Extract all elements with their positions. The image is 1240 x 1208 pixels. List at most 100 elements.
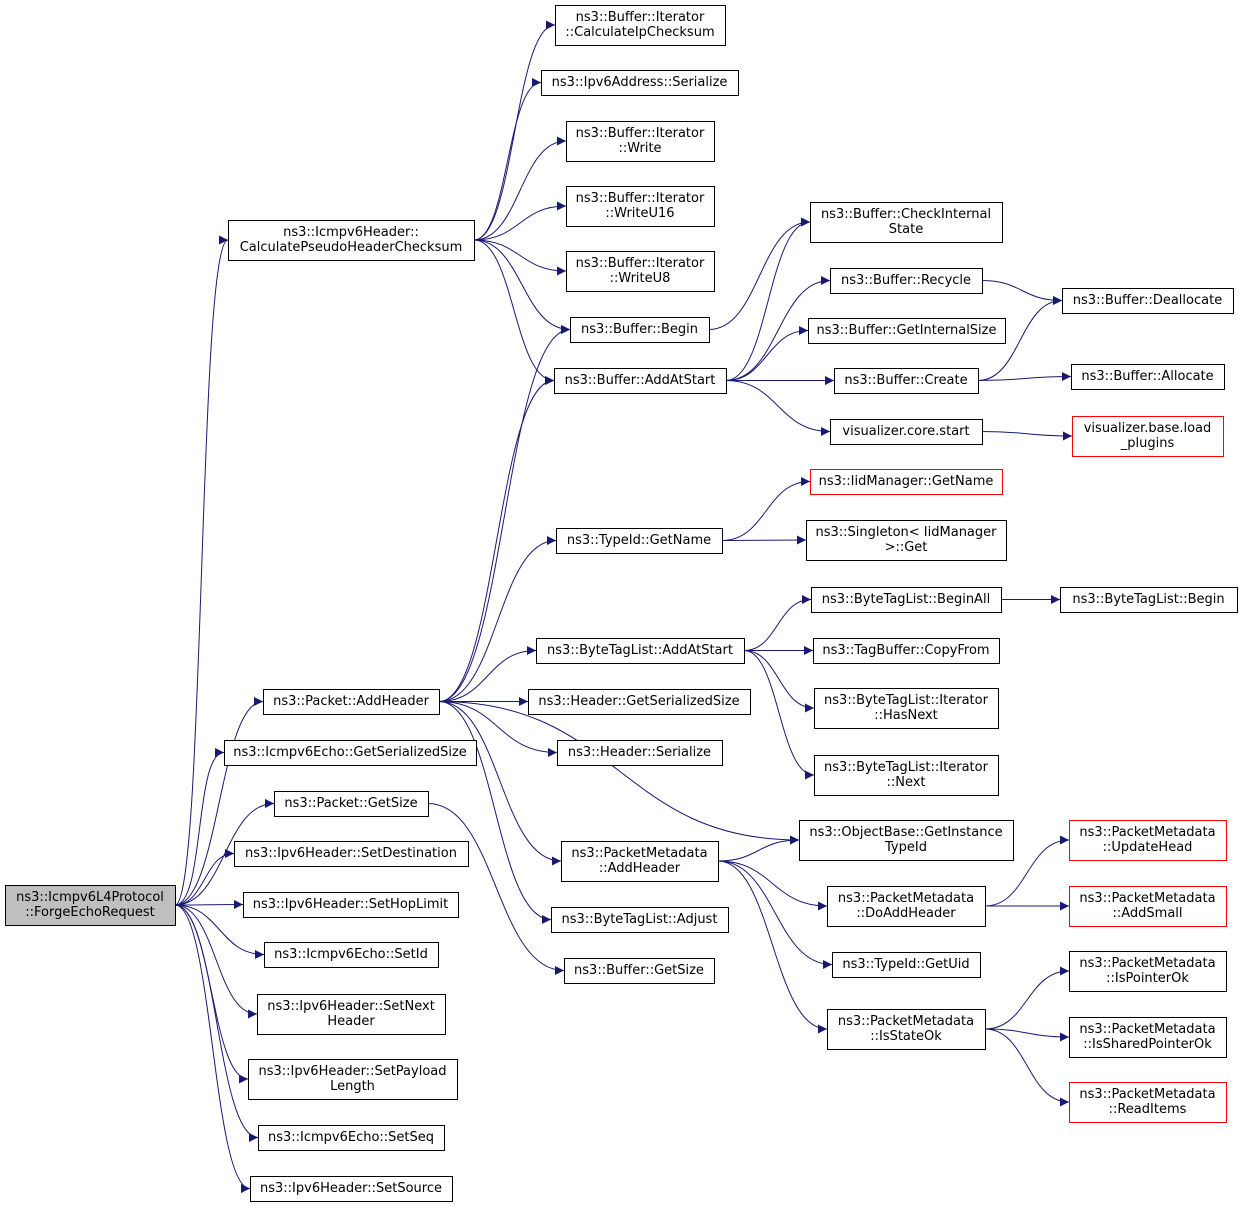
node-label-line: ::AddSmall <box>1112 906 1182 921</box>
node-box <box>274 791 429 817</box>
node-writeu16[interactable]: ns3::Buffer::Iterator::WriteU16 <box>566 186 715 227</box>
node-vbload[interactable]: visualizer.base.load_plugins <box>1072 416 1224 457</box>
node-btlbegin[interactable]: ns3::ByteTagList::Begin <box>1060 587 1238 613</box>
node-label-line: ns3::TypeId::GetName <box>567 533 711 548</box>
call-edge-bcreate-to-balloc <box>977 372 1072 382</box>
node-label-line: ns3::PacketMetadata <box>838 1014 974 1029</box>
node-tgetname[interactable]: ns3::TypeId::GetName <box>556 528 723 554</box>
node-cphc[interactable]: ns3::Icmpv6Header::CalculatePseudoHeader… <box>228 220 475 261</box>
node-sethop[interactable]: ns3::Ipv6Header::SetHopLimit <box>243 892 459 918</box>
node-balloc[interactable]: ns3::Buffer::Allocate <box>1071 364 1225 390</box>
node-pmsharedok[interactable]: ns3::PacketMetadata::IsSharedPointerOk <box>1069 1017 1227 1058</box>
node-calcip[interactable]: ns3::Buffer::Iterator::CalculateIpChecks… <box>555 5 726 46</box>
node-pmaddsmall[interactable]: ns3::PacketMetadata::AddSmall <box>1069 886 1227 927</box>
node-bbegin[interactable]: ns3::Buffer::Begin <box>570 317 710 343</box>
call-edge-baddstart-to-bgis <box>725 326 809 381</box>
node-pmupdate[interactable]: ns3::PacketMetadata::UpdateHead <box>1069 820 1227 861</box>
node-setsource[interactable]: ns3::Ipv6Header::SetSource <box>250 1176 453 1202</box>
node-root[interactable]: ns3::Icmpv6L4Protocol::ForgeEchoRequest <box>5 885 176 926</box>
call-edge-addheader-to-btladj <box>438 701 552 924</box>
node-box <box>536 638 745 664</box>
node-box <box>566 186 715 227</box>
node-writeu8[interactable]: ns3::Buffer::Iterator::WriteU8 <box>566 251 715 292</box>
node-baddstart[interactable]: ns3::Buffer::AddAtStart <box>554 368 727 394</box>
node-btladd[interactable]: ns3::ByteTagList::AddAtStart <box>536 638 745 664</box>
node-label-line: ns3::Packet::GetSize <box>284 796 417 811</box>
node-box <box>810 202 1003 243</box>
node-box <box>250 1176 453 1202</box>
node-box <box>243 892 459 918</box>
call-edge-btladd-to-btlbeginall <box>743 595 812 651</box>
node-btlhasnext[interactable]: ns3::ByteTagList::Iterator::HasNext <box>814 688 999 729</box>
node-label-line: ::AddHeader <box>599 861 681 876</box>
node-pmread[interactable]: ns3::PacketMetadata::ReadItems <box>1069 1082 1227 1123</box>
node-label-line: ns3::Buffer::Deallocate <box>1073 293 1222 308</box>
node-vcstart[interactable]: visualizer.core.start <box>830 419 983 445</box>
node-pmptrok[interactable]: ns3::PacketMetadata::IsPointerOk <box>1069 951 1227 992</box>
node-hgss[interactable]: ns3::Header::GetSerializedSize <box>528 689 751 715</box>
node-btlnext[interactable]: ns3::ByteTagList::Iterator::Next <box>814 755 999 796</box>
node-setseq[interactable]: ns3::Icmpv6Echo::SetSeq <box>258 1125 445 1151</box>
call-edge-root-to-setdest <box>174 849 235 906</box>
node-tgetuid[interactable]: ns3::TypeId::GetUid <box>832 952 981 978</box>
call-edge-tgetname-to-singleton <box>721 535 807 545</box>
node-label-line: ns3::PacketMetadata <box>1079 891 1215 906</box>
node-addheader[interactable]: ns3::Packet::AddHeader <box>263 689 440 715</box>
node-setid[interactable]: ns3::Icmpv6Echo::SetId <box>264 942 439 968</box>
node-label-line: ::CalculateIpChecksum <box>565 25 714 40</box>
node-label-line: ns3::Icmpv6Header:: <box>283 225 419 240</box>
node-label-line: ::ForgeEchoRequest <box>25 905 154 920</box>
node-box <box>257 994 446 1035</box>
node-bdealloc[interactable]: ns3::Buffer::Deallocate <box>1062 288 1234 314</box>
node-label-line: >::Get <box>885 540 928 555</box>
node-box <box>808 318 1006 344</box>
node-box <box>1060 587 1238 613</box>
node-label-line: ns3::Ipv6Header::SetPayload <box>258 1064 446 1079</box>
node-label-line: ns3::Buffer::Create <box>844 373 967 388</box>
node-label-line: ns3::PacketMetadata <box>1079 1022 1215 1037</box>
call-edge-pgetsize-to-bgetsize <box>427 803 565 975</box>
call-edge-btladd-to-btlnext <box>743 650 815 780</box>
node-singleton[interactable]: ns3::Singleton< IidManager>::Get <box>806 520 1007 561</box>
node-box <box>813 638 1000 664</box>
node-label-line: ns3::PacketMetadata <box>571 846 707 861</box>
node-btladj[interactable]: ns3::ByteTagList::Adjust <box>551 907 729 933</box>
node-bcreate[interactable]: ns3::Buffer::Create <box>834 368 979 394</box>
call-edge-cphc-to-writeu8 <box>473 239 567 276</box>
call-edge-baddstart-to-bcheck <box>725 217 811 381</box>
node-iidgetname[interactable]: ns3::IidManager::GetName <box>810 469 1003 495</box>
node-label-line: CalculatePseudoHeaderChecksum <box>240 240 463 255</box>
node-pgetsize[interactable]: ns3::Packet::GetSize <box>274 791 429 817</box>
node-setdest[interactable]: ns3::Ipv6Header::SetDestination <box>234 841 469 867</box>
node-bgis[interactable]: ns3::Buffer::GetInternalSize <box>808 318 1006 344</box>
node-hser[interactable]: ns3::Header::Serialize <box>557 740 723 766</box>
node-echogss[interactable]: ns3::Icmpv6Echo::GetSerializedSize <box>224 740 477 766</box>
node-btlbeginall[interactable]: ns3::ByteTagList::BeginAll <box>811 587 1002 613</box>
call-edge-root-to-echogss <box>174 748 225 906</box>
call-edge-cphc-to-calcip <box>473 20 556 241</box>
node-box <box>264 942 439 968</box>
call-edge-cphc-to-write <box>473 136 567 241</box>
node-pmadd[interactable]: ns3::PacketMetadata::AddHeader <box>561 841 719 882</box>
node-box <box>258 1125 445 1151</box>
node-pmdoadd[interactable]: ns3::PacketMetadata::DoAddHeader <box>827 886 986 927</box>
call-edge-addheader-to-hser <box>438 701 558 757</box>
node-box <box>551 907 729 933</box>
node-tbcopy[interactable]: ns3::TagBuffer::CopyFrom <box>813 638 1000 664</box>
node-pmisok[interactable]: ns3::PacketMetadata::IsStateOk <box>827 1009 986 1050</box>
call-edge-addheader-to-pmadd <box>438 701 562 866</box>
node-brecycle[interactable]: ns3::Buffer::Recycle <box>830 268 983 294</box>
node-box <box>564 958 715 984</box>
node-bgetsize[interactable]: ns3::Buffer::GetSize <box>564 958 715 984</box>
node-v6ser[interactable]: ns3::Ipv6Address::Serialize <box>541 70 739 96</box>
node-label-line: ns3::PacketMetadata <box>838 891 974 906</box>
node-label-line: ns3::Buffer::Recycle <box>841 273 971 288</box>
node-label-line: ::Write <box>618 141 661 156</box>
node-write[interactable]: ns3::Buffer::Iterator::Write <box>566 121 715 162</box>
node-label-line: ns3::Buffer::AddAtStart <box>565 373 716 388</box>
